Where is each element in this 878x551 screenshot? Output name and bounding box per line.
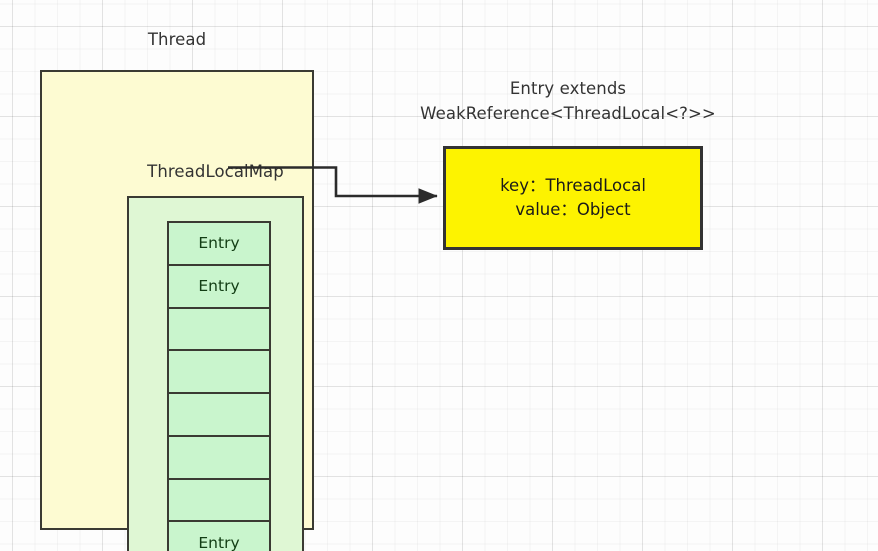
thread-box: ThreadLocalMap Entry Entry Entry	[40, 70, 314, 551]
entry-key-line: key：ThreadLocal	[500, 176, 646, 195]
entry-cell[interactable]	[167, 392, 271, 437]
entry-value-line: value：Object	[515, 200, 631, 219]
entry-cell[interactable]: Entry	[167, 520, 271, 551]
entry-cell[interactable]	[167, 349, 271, 394]
threadlocalmap-label: ThreadLocalMap	[147, 162, 284, 181]
entry-table: Entry Entry Entry	[167, 221, 271, 551]
entry-cell[interactable]	[167, 477, 271, 523]
entry-detail-caption-line1: Entry extends	[509, 79, 627, 98]
entry-detail-box: key：ThreadLocal value：Object	[443, 146, 703, 250]
entry-cell[interactable]	[167, 306, 271, 352]
entry-detail-caption-line2: WeakReference<ThreadLocal<?>>	[420, 104, 716, 123]
entry-cell[interactable]: Entry	[167, 263, 271, 309]
entry-cell[interactable]: Entry	[167, 221, 271, 266]
thread-label: Thread	[147, 30, 207, 49]
entry-cell[interactable]	[167, 434, 271, 480]
